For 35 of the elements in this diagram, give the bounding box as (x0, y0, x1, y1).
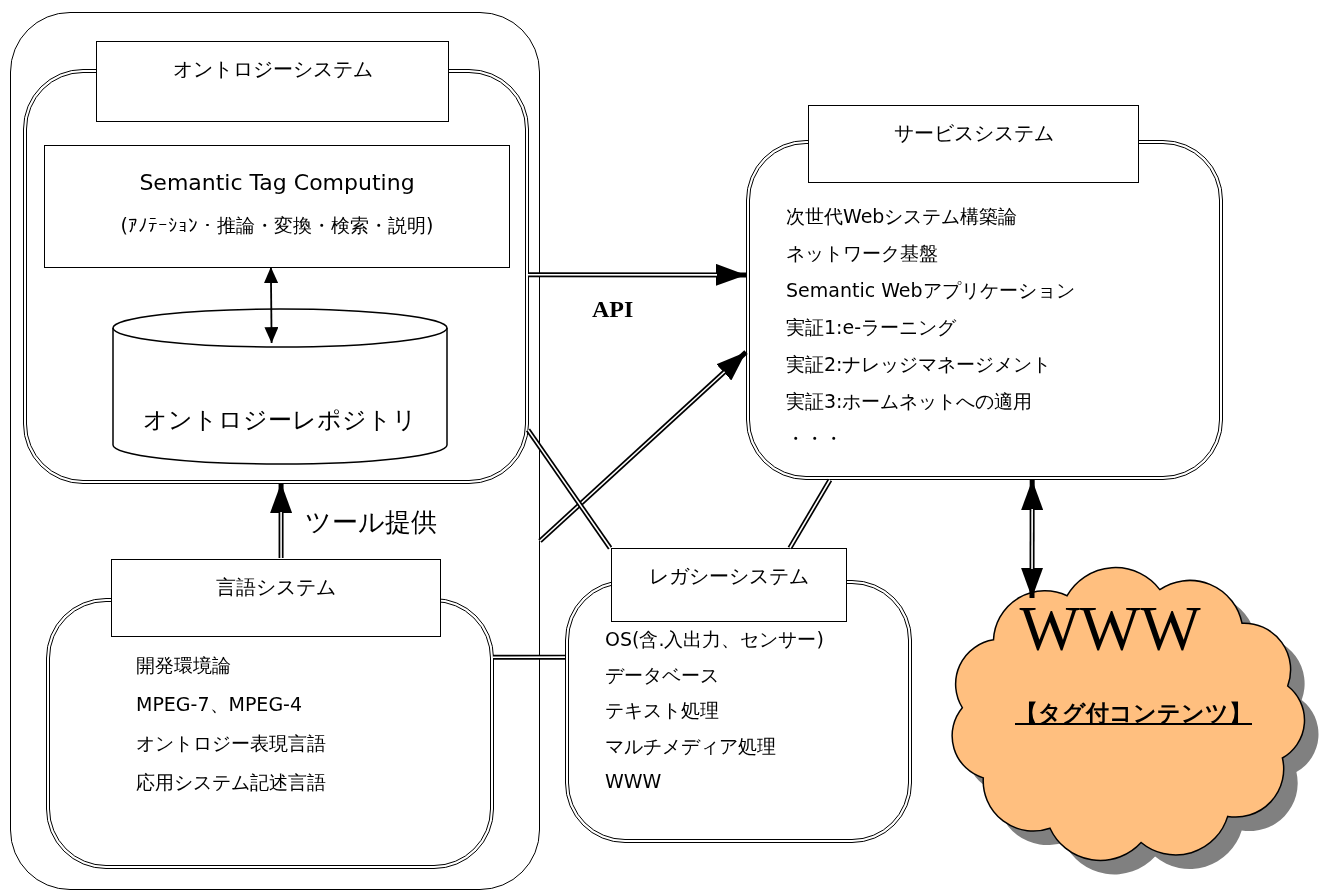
arrow (270, 483, 293, 558)
cylinder-label: オントロジーレポジトリ (142, 406, 418, 435)
process-box (44, 145, 510, 268)
arrow (264, 266, 279, 344)
box-subtitle: (ｱﾉﾃｰｼｮﾝ・推論・変換・検索・説明) (119, 214, 435, 237)
outer-panel (10, 12, 540, 890)
list-item: テキスト処理 (605, 699, 719, 722)
panel-heading: 言語システム (111, 559, 441, 637)
list-item: OS(含.入出力、センサー) (605, 628, 824, 651)
connector-line (787, 478, 833, 550)
cloud-title: WWW (1018, 597, 1202, 661)
list-item: WWW (605, 770, 662, 793)
list-item: マルチメディア処理 (605, 734, 776, 758)
box-title: Semantic Tag Computing (138, 170, 416, 197)
list-item: 次世代Webシステム構築論 (786, 205, 1018, 228)
list-item: 実証2:ナレッジマネージメント (786, 353, 1052, 376)
list-item: 開発環境論 (136, 654, 231, 677)
arrow (528, 263, 746, 286)
list-item: ・・・ (786, 427, 843, 450)
arrow (1021, 480, 1044, 598)
connector-line (525, 428, 613, 550)
list-item: Semantic Webアプリケーション (786, 279, 1075, 302)
list-item: MPEG-7、MPEG-4 (136, 693, 303, 716)
connector-line (493, 654, 565, 660)
list-item: 実証3:ホームネットへの適用 (786, 390, 1033, 413)
list-item: 実証1:e-ラーニング (786, 316, 957, 339)
list-item: オントロジー表現言語 (136, 732, 326, 755)
cloud-subtitle: 【タグ付コンテンツ】 (1015, 700, 1252, 728)
panel-heading: オントロジーシステム (96, 41, 449, 122)
list-item: ネットワーク基盤 (786, 242, 938, 265)
list-item: データベース (605, 663, 719, 687)
panel-heading: サービスシステム (808, 105, 1139, 183)
panel-heading: レガシーシステム (611, 548, 847, 622)
arrow (538, 350, 748, 543)
list-item: 応用システム記述言語 (136, 771, 326, 794)
